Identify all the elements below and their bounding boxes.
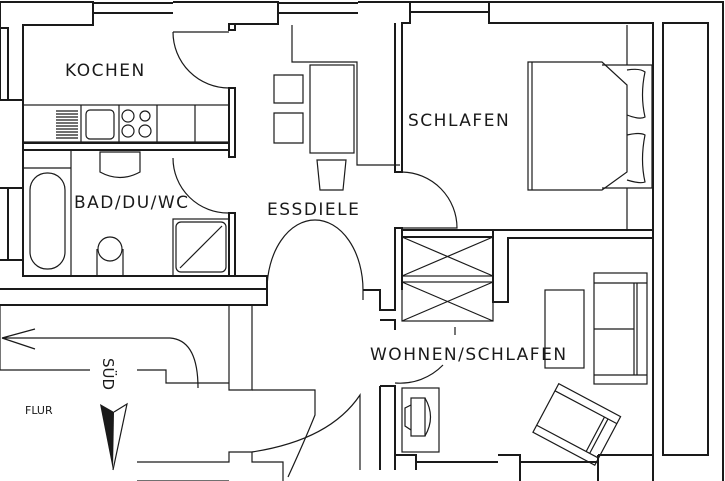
bath-fixtures	[22, 149, 236, 277]
kitchen-door	[172, 31, 230, 89]
kitchen-counter	[22, 104, 230, 143]
living-walls	[379, 319, 654, 481]
bedroom-living-wall	[402, 229, 653, 303]
dining-door-arch	[266, 219, 364, 300]
hallway-walls	[0, 305, 361, 481]
exit-arrow	[1, 328, 199, 389]
living-furniture	[401, 272, 648, 466]
room-label-hallway: FLUR	[25, 404, 53, 417]
room-label-living-bedroom: WOHNEN/SCHLAFEN	[370, 345, 568, 365]
room-label-bedroom: SCHLAFEN	[408, 111, 510, 131]
room-label-dining-hall: ESSDIELE	[267, 200, 360, 220]
compass-arrow-icon	[100, 402, 128, 471]
closets	[401, 236, 494, 322]
dining-table-set	[273, 25, 400, 191]
hall-walls	[363, 227, 403, 311]
living-door	[394, 327, 456, 384]
compass-label: SÜD	[99, 358, 118, 390]
double-bed	[527, 25, 653, 230]
bedroom-door	[401, 171, 458, 229]
room-label-kitchen: KOCHEN	[65, 61, 146, 81]
room-label-bath: BAD/DU/WC	[74, 193, 190, 213]
